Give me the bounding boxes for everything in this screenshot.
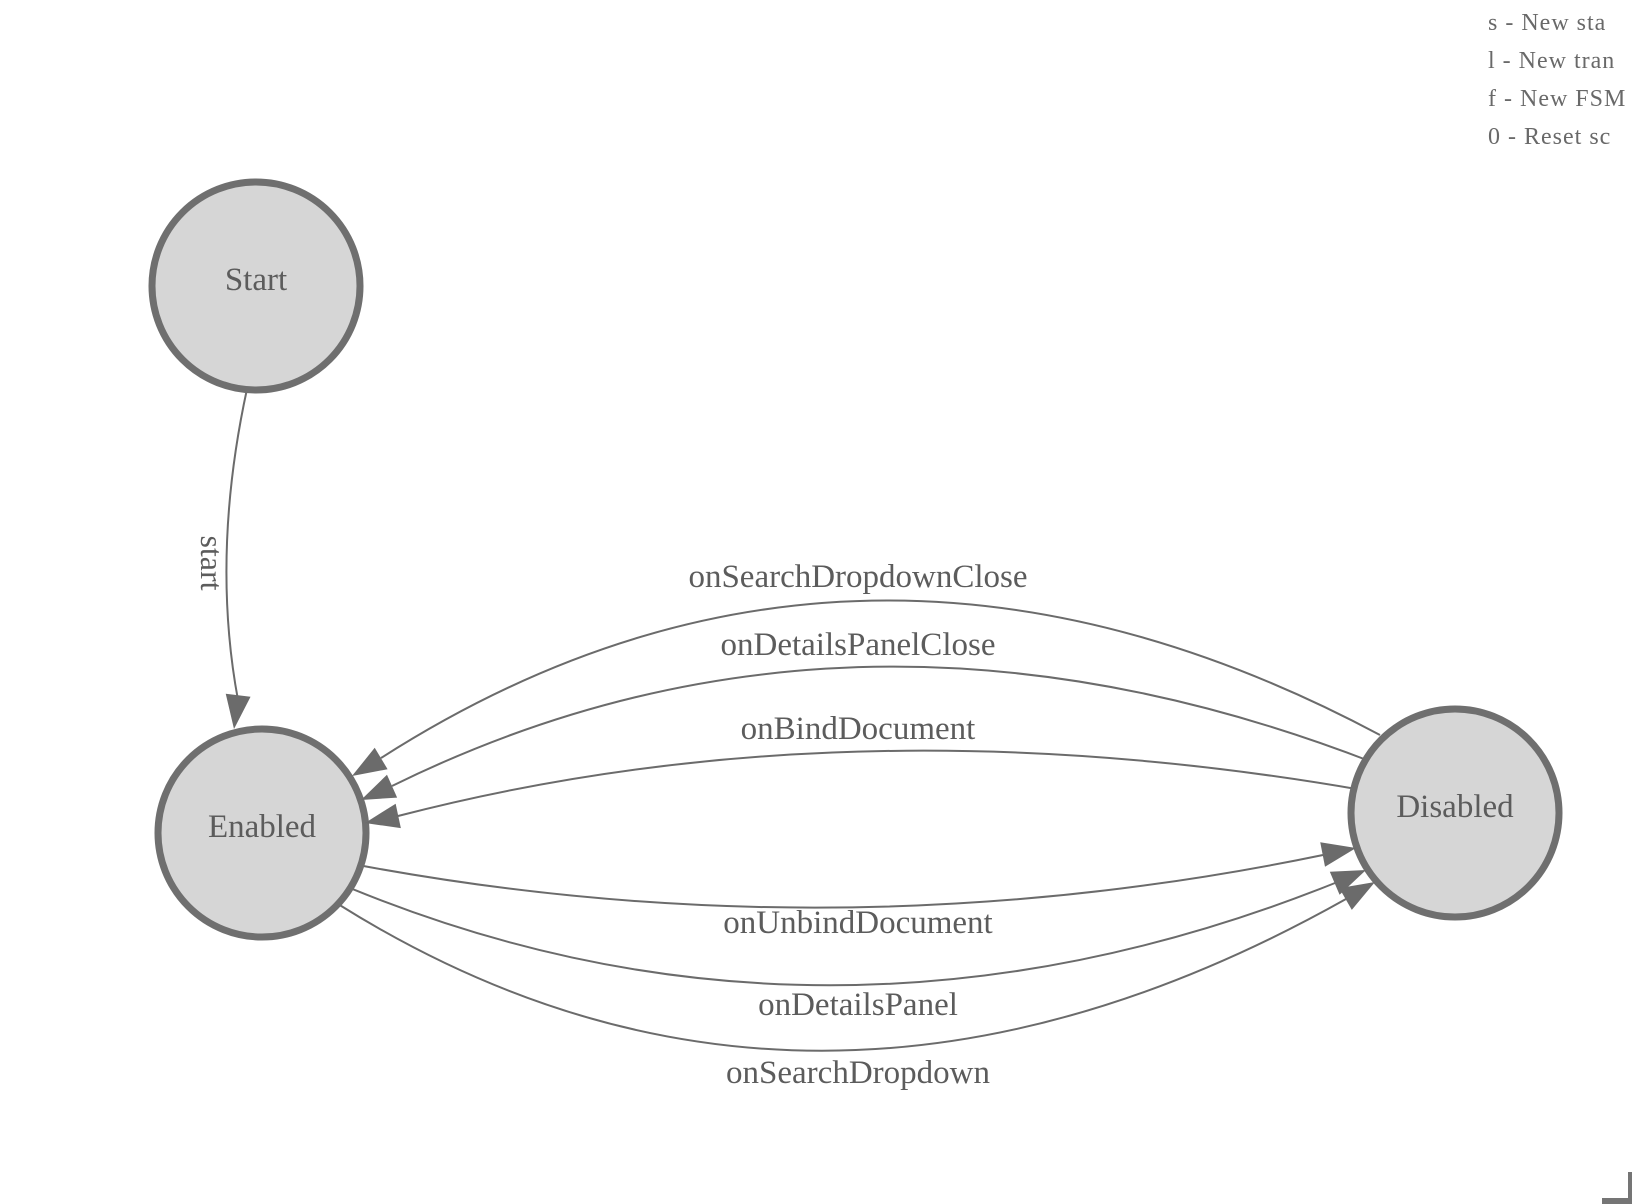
shortcut-line-new-state: s - New sta [1488, 10, 1607, 36]
state-enabled[interactable] [154, 725, 370, 941]
transition-onDetailsPanel[interactable] [349, 882, 1336, 987]
transition-label-onBindDocument[interactable]: onBindDocument [741, 711, 976, 747]
transition-onUnbindDocument[interactable] [357, 854, 1324, 909]
canvas-corner-horizontal [1602, 1198, 1632, 1204]
state-enabled-label[interactable]: Enabled [208, 809, 317, 845]
transition-label-onDetailsPanel[interactable]: onDetailsPanel [758, 987, 958, 1023]
transition-label-start[interactable]: start [194, 535, 230, 590]
state-start-label[interactable]: Start [225, 262, 287, 298]
shortcut-line-new-fsm: f - New FSM [1488, 86, 1627, 112]
transition-start-to-enabled[interactable] [225, 388, 248, 701]
arrowhead-onDetailsPanel[interactable] [1329, 858, 1371, 895]
arrowhead-onDetailsPanelClose[interactable] [356, 774, 398, 812]
state-disabled[interactable] [1347, 705, 1563, 921]
arrowhead-onUnbindDocument[interactable] [1320, 836, 1358, 867]
transition-onSearchDropdownClose[interactable] [380, 599, 1381, 759]
canvas-corner-vertical [1628, 1172, 1632, 1204]
arrowhead-onBindDocument[interactable] [362, 803, 401, 836]
arrowhead-onSearchDropdownClose[interactable] [346, 747, 388, 787]
transition-label-onDetailsPanelClose[interactable]: onDetailsPanelClose [721, 627, 996, 663]
transition-onBindDocument[interactable] [397, 749, 1363, 817]
transition-label-onSearchDropdownClose[interactable]: onSearchDropdownClose [688, 559, 1027, 595]
transition-onSearchDropdown[interactable] [337, 898, 1347, 1052]
state-disabled-label[interactable]: Disabled [1396, 789, 1514, 825]
transition-label-onSearchDropdown[interactable]: onSearchDropdown [726, 1055, 990, 1091]
transition-onDetailsPanelClose[interactable] [391, 665, 1373, 787]
shortcut-line-reset: 0 - Reset sc [1488, 124, 1612, 150]
shortcut-line-new-transition: l - New tran [1488, 48, 1616, 74]
arrowhead-start-to-enabled[interactable] [222, 693, 251, 731]
state-start[interactable] [148, 178, 364, 394]
shortcut-help: s - New sta l - New tran f - New FSM 0 -… [1488, 4, 1626, 156]
arrowhead-onSearchDropdown[interactable] [1339, 871, 1381, 910]
transition-label-onUnbindDocument[interactable]: onUnbindDocument [723, 905, 992, 941]
